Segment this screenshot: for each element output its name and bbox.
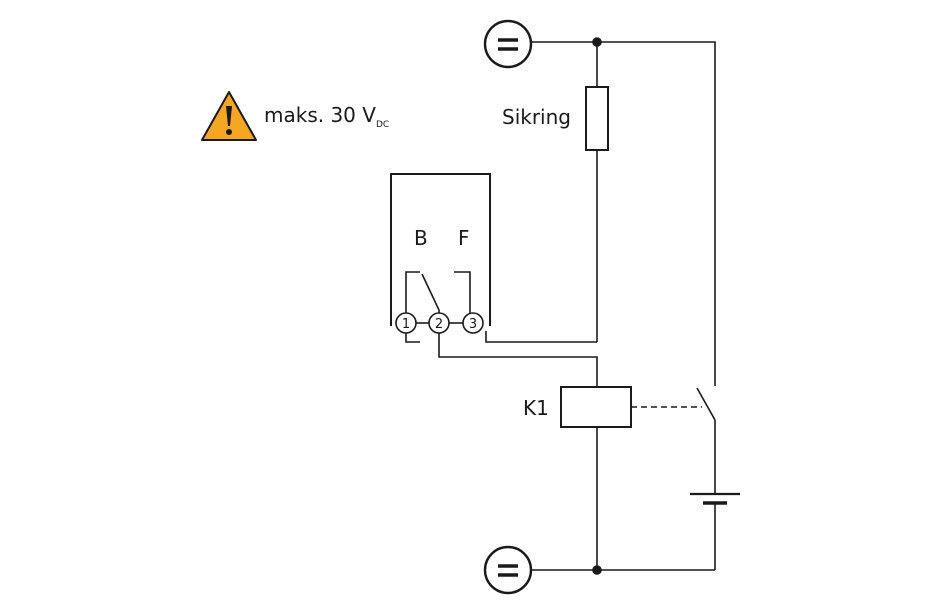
contact-b-line <box>405 271 420 320</box>
terminal-1-label: 1 <box>402 317 410 332</box>
relay-k1-label: K1 <box>523 396 549 420</box>
contact-b-label: B <box>414 226 428 250</box>
terminal-3-label: 3 <box>469 317 477 332</box>
wire-terminal2-to-k1 <box>438 333 598 387</box>
device-housing <box>390 173 491 326</box>
contact-f-label: F <box>458 226 470 250</box>
warning-triangle-icon <box>201 91 257 141</box>
supply-bottom-connector <box>483 545 533 595</box>
contact-f-line <box>454 271 471 320</box>
wire-top-rail <box>531 41 716 386</box>
relay-k1-coil <box>560 386 632 428</box>
wire-terminal1 <box>405 333 420 343</box>
relay-contact-switch <box>696 387 716 421</box>
wire-terminal3-loop <box>485 331 597 343</box>
battery-icon <box>690 492 740 505</box>
warning-text: maks. 30 VDC <box>264 103 389 130</box>
supply-top-connector <box>483 19 533 69</box>
junction-bottom <box>592 565 602 575</box>
fuse-symbol <box>585 86 609 151</box>
fuse-label: Sikring <box>502 105 571 129</box>
terminal-2-label: 2 <box>435 317 443 332</box>
